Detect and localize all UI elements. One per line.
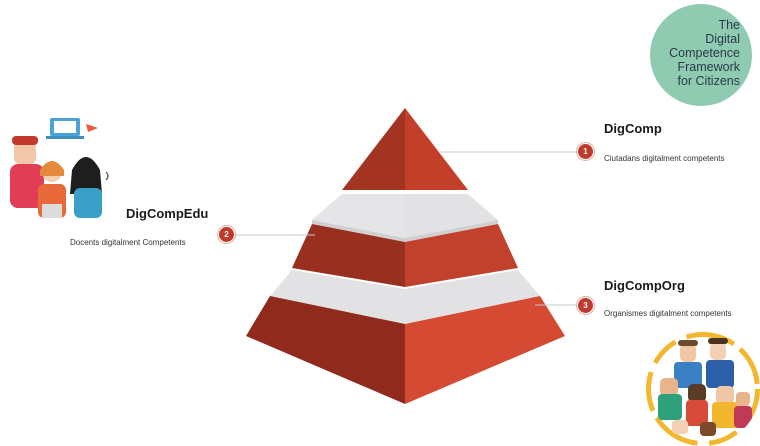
logo-text: The Digital Competence Framework for Cit… (669, 18, 740, 88)
pyramid-band-1-shadow (312, 220, 498, 242)
level-1-description: Ciutadans digitalment competents (604, 154, 725, 163)
logo-line-2: Digital (705, 32, 740, 46)
pyramid (246, 108, 565, 404)
pyramid-middle-left-face (292, 224, 405, 287)
pyramid-middle-top-left (312, 194, 405, 238)
pyramid-top-left-face (342, 108, 405, 190)
level-1-badge: 1 (577, 143, 594, 160)
logo-line-1: The (718, 18, 740, 32)
level-1-title: DigComp (604, 121, 662, 136)
educators-illustration (0, 112, 112, 224)
level-3-title: DigCompOrg (604, 278, 685, 293)
logo-line-3: Competence (669, 46, 740, 60)
pyramid-top-right-face (405, 108, 468, 190)
level-2-description: Docents digitalment Competents (70, 238, 186, 247)
pyramid-bottom-right-face (405, 296, 565, 404)
logo-line-4: Framework (677, 60, 740, 74)
level-2-title: DigCompEdu (126, 206, 209, 221)
organisations-illustration (646, 332, 760, 446)
digcomp-framework-logo: The Digital Competence Framework for Cit… (650, 4, 752, 106)
logo-line-5: for Citizens (677, 74, 740, 88)
level-2-badge: 2 (218, 226, 235, 243)
pyramid-band-2 (270, 270, 540, 324)
pyramid-middle-right-face (405, 224, 518, 287)
pyramid-bottom-left-face (246, 296, 405, 404)
level-3-badge: 3 (577, 297, 594, 314)
level-3-description: Organismes digitalment competents (604, 309, 732, 318)
